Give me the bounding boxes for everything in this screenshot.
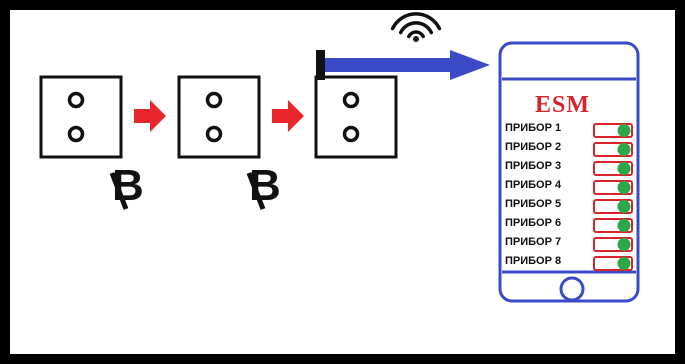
right-arrow-icon <box>150 100 166 132</box>
phone-device-toggle-knob-8 <box>617 257 631 270</box>
long-right-arrow-icon <box>450 50 490 80</box>
device-1-mark-slash <box>109 172 129 210</box>
phone-device-label-7: ПРИБОР 7 <box>505 236 562 248</box>
device-3-hole-top <box>342 91 360 109</box>
right-arrow-icon-2 <box>288 100 304 132</box>
device-1-hole-top <box>67 91 85 109</box>
phone-device-toggle-knob-6 <box>617 219 631 232</box>
phone-device-toggle-knob-2 <box>617 143 631 156</box>
phone-device-toggle-knob-1 <box>617 124 631 137</box>
phone-device-toggle-knob-3 <box>617 162 631 175</box>
device-2-hole-top <box>205 91 223 109</box>
phone-brand: ESM <box>535 92 591 118</box>
phone-device-label-2: ПРИБОР 2 <box>505 141 562 153</box>
device-2-hole-bottom <box>205 125 223 143</box>
phone-device-toggle-knob-5 <box>617 200 631 213</box>
device-2-mark: В <box>249 161 281 210</box>
phone-device-label-8: ПРИБОР 8 <box>505 255 562 267</box>
phone-device-label-6: ПРИБОР 6 <box>505 217 562 229</box>
link-arrow-shaft <box>325 58 455 72</box>
device-1-box <box>39 75 123 159</box>
device-3-hole-bottom <box>342 125 360 143</box>
wifi-arc-2 <box>398 21 434 35</box>
phone-device-toggle-knob-7 <box>617 238 631 251</box>
right-arrow-icon-shaft <box>134 109 152 123</box>
wifi-signal-icon <box>413 36 419 42</box>
wifi-arc-3 <box>390 12 442 31</box>
phone-device-label-3: ПРИБОР 3 <box>505 160 562 172</box>
device-1-mark: В <box>112 161 144 210</box>
wifi-arc-1 <box>407 30 425 39</box>
phone-device-label-1: ПРИБОР 1 <box>505 122 562 134</box>
device-2-box <box>177 75 261 159</box>
device-1-hole-bottom <box>67 125 85 143</box>
device-3-box <box>314 75 398 159</box>
phone-device-label-5: ПРИБОР 5 <box>505 198 562 210</box>
antenna-icon <box>316 50 325 80</box>
home-button-icon <box>559 276 585 302</box>
phone-device-label-4: ПРИБОР 4 <box>505 179 562 191</box>
right-arrow-icon-2-shaft <box>272 109 290 123</box>
phone-device-toggle-knob-4 <box>617 181 631 194</box>
device-2-mark-slash <box>246 172 266 210</box>
